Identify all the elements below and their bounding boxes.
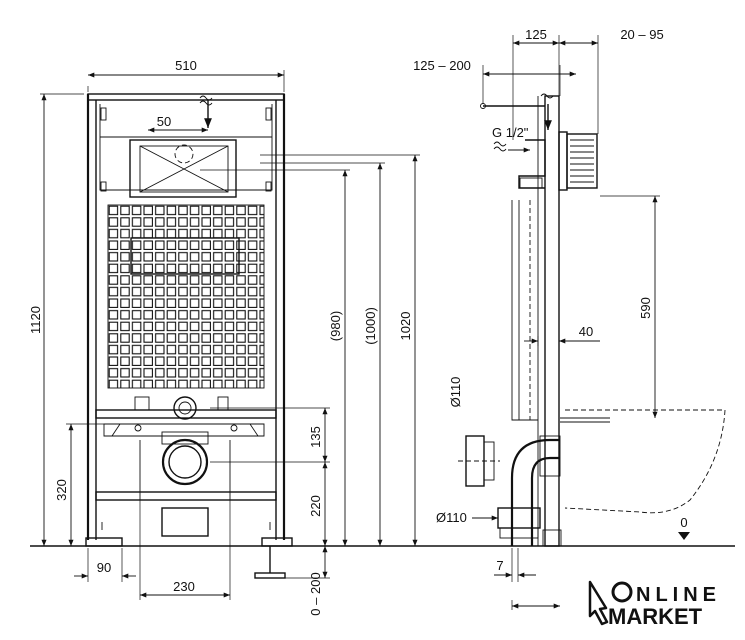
- label-40: 40: [579, 324, 593, 339]
- label-135: 135: [308, 426, 323, 448]
- label-floor-zero: 0: [680, 515, 687, 530]
- label-50: 50: [157, 114, 171, 129]
- side-dimensions: [465, 35, 690, 610]
- label-230: 230: [173, 579, 195, 594]
- front-view-frame: [85, 93, 293, 579]
- cursor-icon: [588, 580, 609, 626]
- label-220: 220: [308, 495, 323, 517]
- label-width-510: 510: [175, 58, 197, 73]
- logo-line1: NLINE: [636, 584, 721, 606]
- label-dia-110-top: Ø110: [448, 377, 463, 408]
- label-7: 7: [496, 558, 503, 573]
- label-20-95: 20 – 95: [620, 27, 663, 42]
- label-water-inlet: G 1/2": [492, 125, 529, 140]
- logo-o-icon: [611, 581, 633, 603]
- label-1020: 1020: [398, 312, 413, 341]
- logo-line2: MARKET: [608, 604, 703, 629]
- label-1120: 1120: [28, 306, 43, 334]
- label-90: 90: [97, 560, 111, 575]
- front-dimensions: [40, 70, 420, 600]
- label-125-200: 125 – 200: [413, 58, 471, 73]
- label-1000: (1000): [363, 307, 378, 345]
- label-125: 125: [525, 27, 547, 42]
- side-view-frame: [458, 93, 726, 547]
- label-980: (980): [328, 311, 343, 341]
- label-dia-110-bottom: Ø110: [436, 510, 467, 525]
- label-590: 590: [638, 297, 653, 319]
- online-market-logo: NLINE MARKET: [588, 580, 721, 629]
- label-0-200: 0 – 200: [308, 572, 323, 615]
- label-320: 320: [54, 479, 69, 501]
